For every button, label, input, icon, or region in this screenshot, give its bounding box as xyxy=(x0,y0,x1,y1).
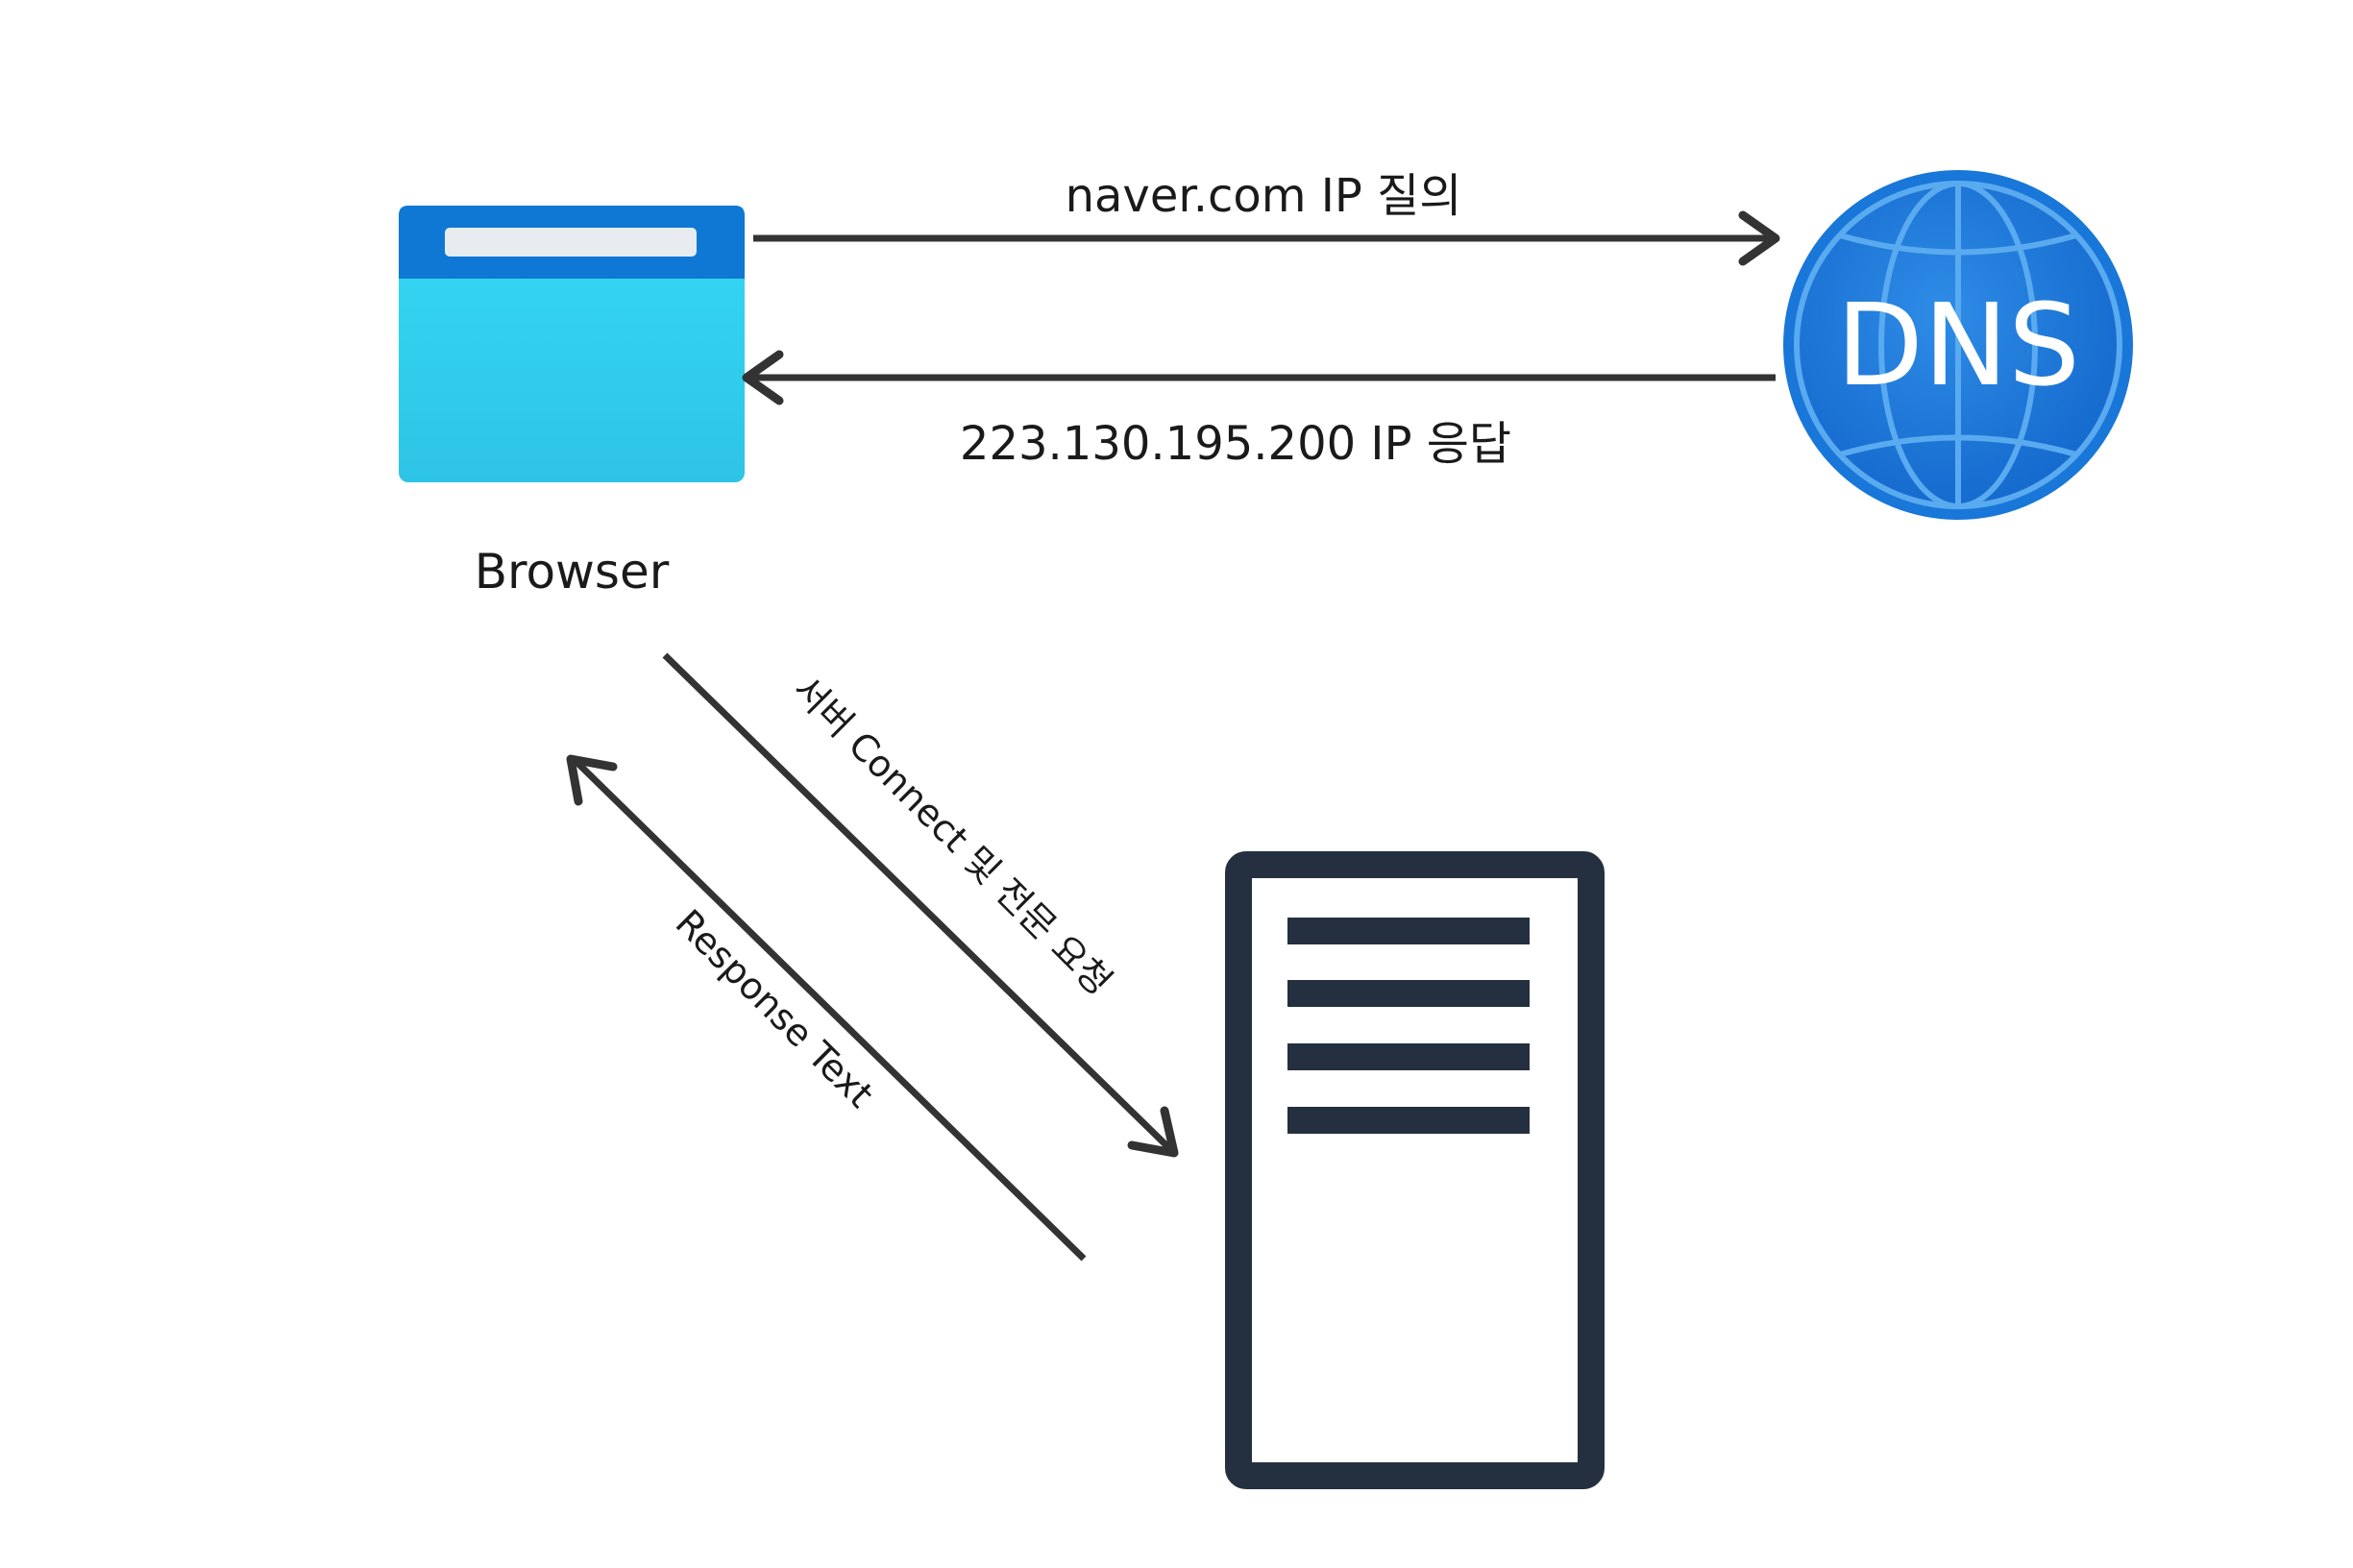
server-slot-2 xyxy=(1287,980,1530,1007)
server-response-arrow xyxy=(566,754,1087,1262)
server-slot-1 xyxy=(1287,918,1530,944)
server-tower-icon xyxy=(1225,851,1605,1489)
server-case xyxy=(1225,851,1605,1489)
dns-globe-icon: DNS xyxy=(1783,170,2133,520)
dns-response-arrow xyxy=(742,350,1776,405)
server-request-arrow xyxy=(662,652,1179,1158)
dns-response-label: 223.130.195.200 IP 응답 xyxy=(960,417,1511,471)
browser-window-icon xyxy=(399,206,745,482)
server-response-label: Response Text xyxy=(668,901,882,1115)
dns-query-arrow xyxy=(753,210,1780,266)
server-slot-4 xyxy=(1287,1107,1530,1134)
dns-globe-latitude-top xyxy=(1839,233,2077,256)
dns-label: DNS xyxy=(1836,279,2080,411)
dns-globe-latitude-bottom xyxy=(1839,434,2077,457)
server-slot-3 xyxy=(1287,1043,1530,1070)
browser-address-bar xyxy=(445,228,697,257)
dns-query-label: naver.com IP 질의 xyxy=(1066,169,1462,223)
server-request-label: 서버 Connect 및 전문 요청 xyxy=(784,668,1119,1003)
browser-label: Browser xyxy=(475,544,670,600)
